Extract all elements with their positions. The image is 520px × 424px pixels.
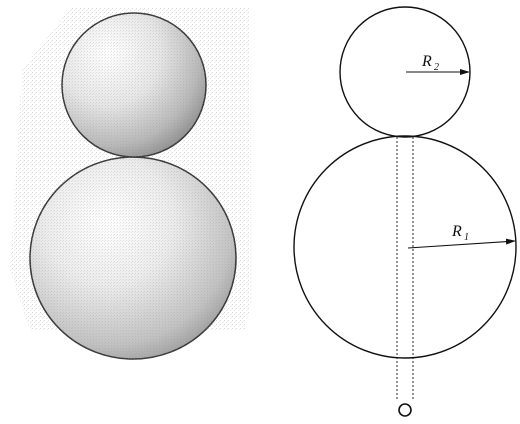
label-r2-symbol: R [421,53,432,70]
line-diagram [293,6,517,417]
label-r2: R 2 [421,53,439,73]
circle-small [339,6,471,138]
label-r1-subscript: 1 [464,232,469,243]
label-r2-subscript: 2 [434,62,439,73]
radius-r1-arrow [407,238,516,249]
circle-large [293,135,517,359]
shaded-sphere-bottom-stipple [30,157,236,359]
shaded-spheres [10,8,252,360]
shaded-sphere-top-stipple [62,13,206,157]
small-ring [398,403,412,417]
label-r1-symbol: R [451,223,462,240]
label-r1: R 1 [451,223,469,243]
